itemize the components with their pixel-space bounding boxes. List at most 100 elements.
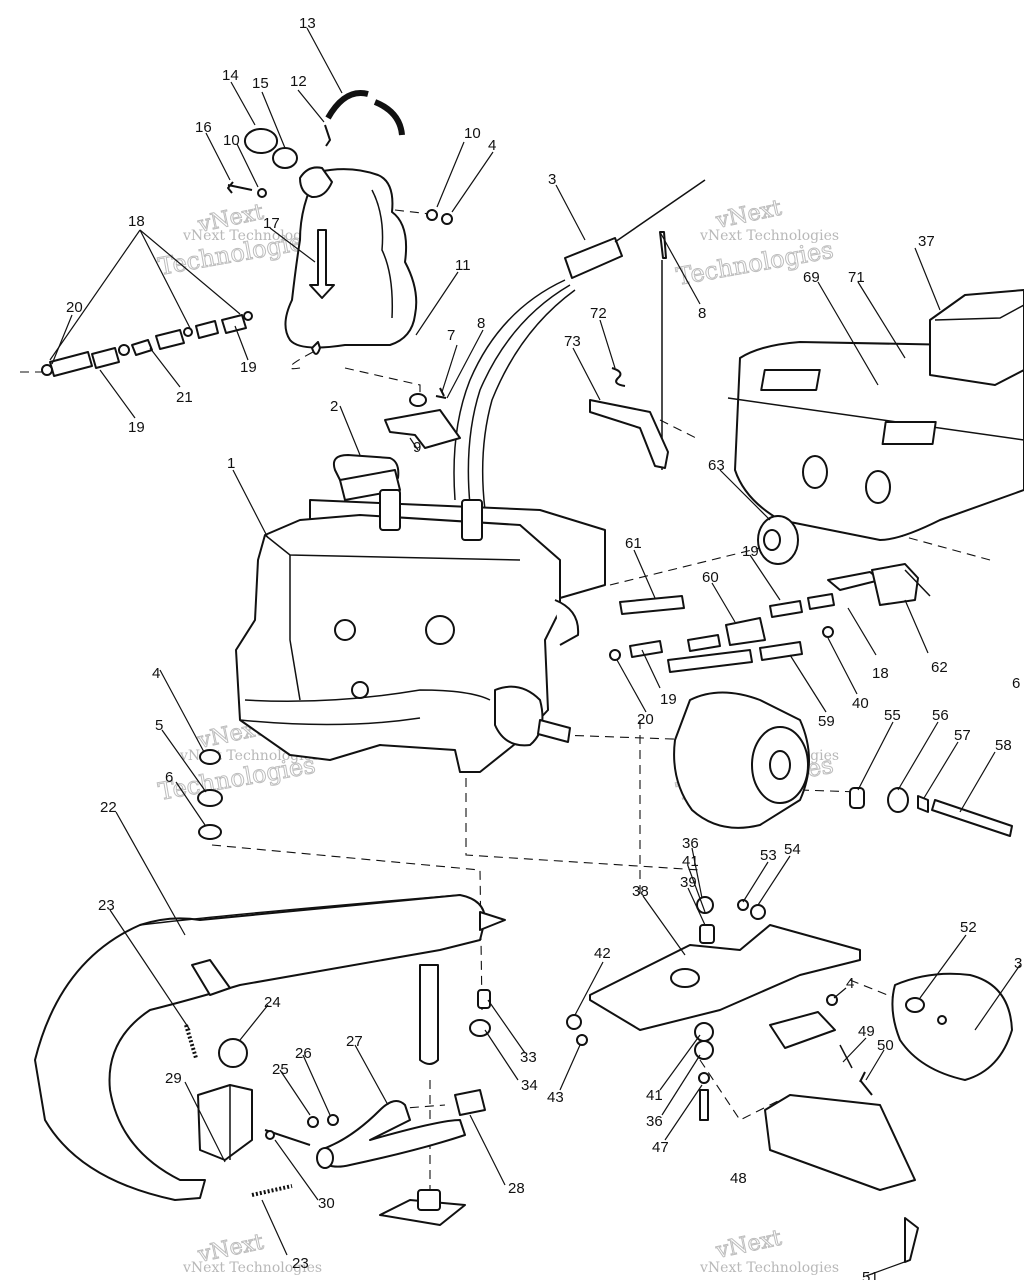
callout-71: 71 [848, 269, 865, 286]
callout-73: 73 [564, 333, 581, 350]
solenoid-plate [769, 1011, 873, 1096]
assembly-lines [20, 209, 991, 1190]
callout-4c: 4 [846, 975, 854, 992]
air-box [727, 289, 1024, 541]
fuel-line-set-left [41, 311, 253, 377]
callout-69: 69 [803, 269, 820, 286]
callout-6a: 6 [165, 769, 173, 786]
callout-10a: 10 [223, 132, 240, 149]
fuel-pump-63 [827, 563, 931, 606]
mount-block [379, 1189, 466, 1226]
drive-clutch [673, 691, 1013, 837]
callout-39: 39 [680, 874, 697, 891]
coupler-62 [757, 515, 799, 565]
fuel-line-set-middle [609, 593, 835, 673]
callout-37: 37 [918, 233, 935, 250]
callout-6b: 6 [1012, 675, 1020, 692]
exhaust-spring-23b [251, 1184, 293, 1197]
callout-21: 21 [176, 389, 193, 406]
cable-adjuster-8 [659, 231, 667, 470]
callout-24: 24 [264, 994, 281, 1011]
bracket-9 [384, 387, 461, 449]
leader-lines [49, 27, 1021, 1277]
callout-30: 30 [318, 1195, 335, 1212]
callout-3: 3 [548, 171, 556, 188]
callout-54: 54 [784, 841, 801, 858]
svg-text:vNext Technologies: vNext Technologies [699, 228, 839, 244]
callout-13: 13 [299, 15, 316, 32]
callout-16: 16 [195, 119, 212, 136]
callout-11: 11 [455, 257, 471, 274]
callout-57: 57 [954, 727, 971, 744]
callout-29: 29 [165, 1070, 182, 1087]
callout-49: 49 [858, 1023, 875, 1040]
callout-8a: 8 [477, 315, 485, 332]
tank-washer-nut [426, 209, 453, 225]
exhaust-expansion-chamber [34, 894, 506, 1201]
callout-1: 1 [227, 455, 235, 472]
callout-19c: 19 [742, 543, 759, 560]
callout-63: 62 [931, 659, 948, 676]
callout-47: 47 [652, 1139, 669, 1156]
spacers-33-34 [469, 989, 491, 1037]
callout-55: 55 [884, 707, 901, 724]
callout-34: 34 [521, 1077, 538, 1094]
callout-20a: 20 [66, 299, 83, 316]
disk-52 [891, 972, 1013, 1081]
callout-5: 5 [155, 717, 163, 734]
callout-23a: 23 [98, 897, 115, 914]
callout-61: 61 [625, 535, 642, 552]
exhaust-ball-24 [218, 1038, 248, 1068]
y-pipe-27 [307, 1089, 486, 1169]
callout-4a: 4 [488, 137, 496, 154]
svg-text:vNext Technologies: vNext Technologies [182, 228, 322, 244]
motor-plate [566, 896, 861, 1121]
callout-42: 42 [594, 945, 611, 962]
bolt-51 [904, 1217, 919, 1263]
callout-25: 25 [272, 1061, 289, 1078]
callout-51: 51 [862, 1269, 879, 1280]
callout-41b: 41 [646, 1087, 663, 1104]
callout-2: 2 [330, 398, 338, 415]
callout-56: 56 [932, 707, 949, 724]
callout-48: 48 [730, 1170, 747, 1187]
callout-28: 28 [508, 1180, 525, 1197]
callout-8b: 8 [698, 305, 706, 322]
callout-17: 17 [263, 215, 280, 232]
vent-hose [324, 90, 405, 147]
callout-10b: 10 [464, 125, 481, 142]
callout-33: 33 [520, 1049, 537, 1066]
callout-26: 26 [295, 1045, 312, 1062]
svg-text:vNext Technologies: vNext Technologies [182, 1260, 322, 1276]
callout-18a: 18 [128, 213, 145, 230]
callout-3b: 3 [1014, 955, 1022, 972]
guard-bracket [764, 1094, 916, 1191]
svg-text:vNext Technologies: vNext Technologies [699, 1260, 839, 1276]
callout-23b: 23 [292, 1255, 309, 1272]
callout-58: 58 [995, 737, 1012, 754]
callout-38: 38 [632, 883, 649, 900]
callout-19a: 19 [240, 359, 257, 376]
callout-59: 59 [818, 713, 835, 730]
callout-7: 7 [447, 327, 455, 344]
svg-text:vNext: vNext [713, 1226, 784, 1264]
callout-4b: 4 [152, 665, 160, 682]
engine-assembly [235, 454, 606, 773]
callout-numbers: 13 14 15 12 16 10 17 10 4 11 18 20 19 19… [66, 15, 1022, 1280]
bracket-29 [197, 1084, 253, 1161]
callout-14: 14 [222, 67, 239, 84]
callout-27: 27 [346, 1033, 363, 1050]
callout-62: 63 [708, 457, 725, 474]
callout-72: 72 [590, 305, 607, 322]
callout-50: 50 [877, 1037, 894, 1054]
watermark-bottom-right: vNext vNext Technologies [699, 1225, 839, 1276]
callout-40: 40 [852, 695, 869, 712]
callout-53: 53 [760, 847, 777, 864]
exhaust-spring-23a [184, 1024, 198, 1059]
bracket-73 [589, 367, 669, 469]
callout-20b: 20 [637, 711, 654, 728]
callout-18b: 18 [872, 665, 889, 682]
oil-tank [243, 128, 418, 355]
callout-36a: 36 [682, 835, 699, 852]
callout-9: 9 [413, 439, 421, 456]
